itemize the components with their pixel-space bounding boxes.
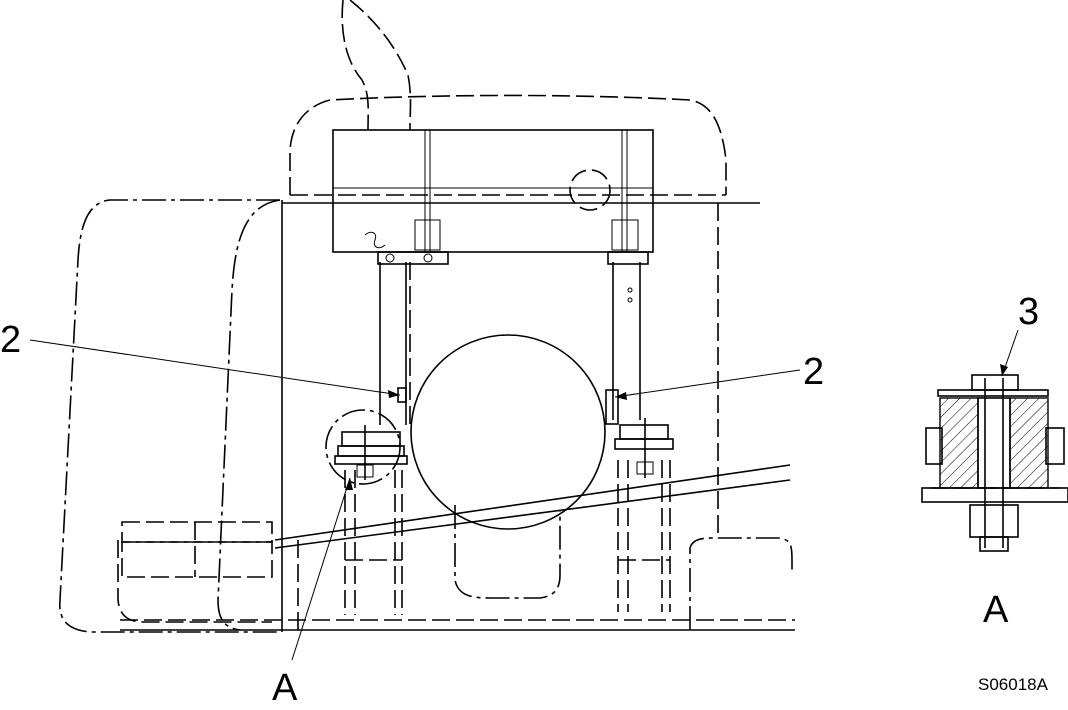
hood-outline: [289, 94, 727, 195]
left-support-strap: [364, 130, 449, 430]
cab-outline: [59, 199, 760, 633]
detail-A-section: [921, 374, 1068, 552]
right-support-strap: [605, 130, 649, 425]
oil-pan: [454, 505, 561, 599]
drawing-code: S06018A: [978, 675, 1049, 694]
right-engine-mount: [614, 418, 674, 612]
frame-rails: [120, 464, 795, 631]
exhaust-pipe: [341, 0, 412, 131]
detail-view-label-A: A: [983, 589, 1009, 631]
section-marker-A: A: [272, 667, 298, 709]
battery-box: [117, 521, 273, 623]
callout-2-right: 2: [803, 351, 824, 393]
leader-lines: [29, 329, 1019, 661]
callout-2-left: 2: [0, 319, 21, 361]
detail-A-circle: [325, 409, 401, 485]
cross-member: [689, 537, 793, 630]
upper-tank: [332, 129, 654, 253]
round-housing: [410, 334, 606, 530]
callout-3: 3: [1018, 291, 1039, 333]
left-engine-mount: [325, 409, 408, 615]
